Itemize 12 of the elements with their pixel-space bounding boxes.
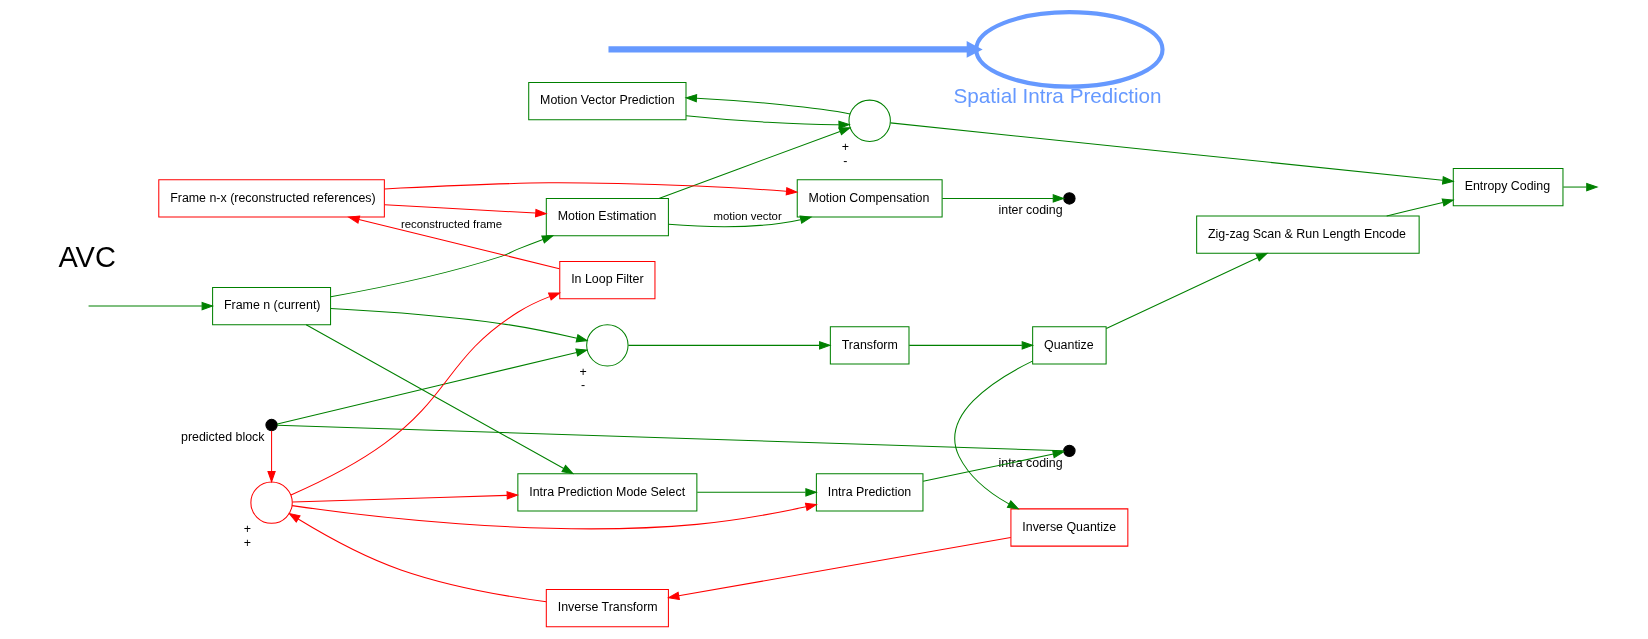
node-label: - — [843, 153, 848, 168]
node-label: + — [579, 365, 587, 379]
edge-label: motion vector — [713, 209, 782, 222]
node-label: Spatial Intra Prediction — [953, 84, 1162, 108]
label: AVC — [58, 240, 116, 273]
node-label: + — [841, 140, 849, 155]
edge-label: reconstructed frame — [400, 218, 503, 231]
node-label: - — [580, 378, 586, 393]
node-label: predicted block — [181, 429, 265, 444]
node-label: + — [243, 522, 251, 537]
node-label: + — [243, 535, 251, 550]
node-label: inter coding — [998, 203, 1063, 218]
